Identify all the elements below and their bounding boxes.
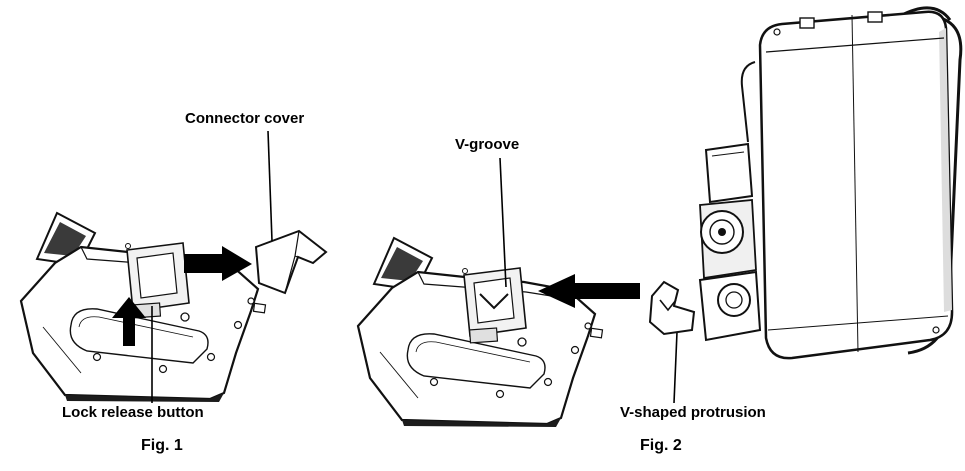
fig2-artwork [356, 6, 963, 429]
fig2-caption: Fig. 2 [640, 437, 682, 454]
viewfinder-unit [648, 6, 963, 360]
label-connector-cover: Connector cover [185, 110, 305, 127]
label-v-shaped-protrusion: V-shaped protrusion [620, 404, 766, 421]
connector-cover-part [254, 229, 328, 295]
leader-connector-cover [267, 130, 273, 242]
arrow-up-icon [112, 297, 146, 346]
arrow-left-icon [538, 274, 640, 308]
fig1-caption: Fig. 1 [141, 437, 183, 454]
v-shaped-protrusion-part [648, 280, 696, 336]
leader-v-groove [499, 157, 507, 288]
viewfinder-bracket [698, 142, 762, 342]
arrow-right-icon [184, 246, 252, 281]
label-lock-release-button: Lock release button [62, 404, 204, 421]
fig2-camera-body [356, 236, 604, 429]
leader-v-shaped-protrusion [673, 331, 678, 404]
label-v-groove: V-groove [455, 136, 520, 153]
fig1-artwork [19, 130, 328, 404]
v-groove-mark [479, 293, 509, 310]
fig1-camera-body [19, 211, 267, 404]
